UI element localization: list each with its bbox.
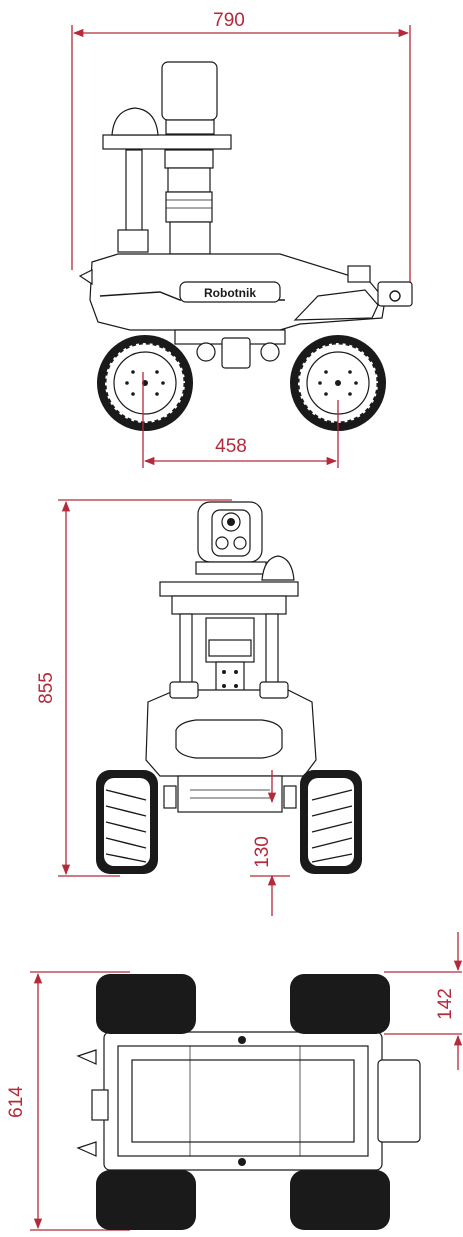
label-614: 614 — [6, 1086, 27, 1118]
dimension-wheel-width: 142 — [384, 932, 463, 1070]
dimension-wheelbase: 458 — [142, 372, 339, 468]
front-body — [145, 681, 317, 813]
robotnik-logo: Robotnik — [204, 286, 256, 300]
front-wheel-right — [300, 770, 362, 874]
label-790: 790 — [213, 10, 245, 31]
top-wheel-rear-right — [290, 1170, 390, 1230]
label-855: 855 — [36, 672, 57, 704]
side-wheel-rear — [290, 335, 386, 431]
front-view: 855 — [36, 499, 362, 916]
top-chassis — [76, 1031, 421, 1171]
label-130: 130 — [252, 836, 273, 868]
side-chassis: Robotnik — [78, 253, 413, 369]
top-wheel-front-right — [96, 1170, 196, 1230]
side-wheel-front — [97, 335, 193, 431]
top-wheel-rear-left — [290, 974, 390, 1034]
side-view: 790 Robotnik — [71, 10, 413, 468]
side-sensor-mast — [102, 61, 232, 255]
dimension-ground-clearance: 130 — [250, 770, 290, 916]
label-458: 458 — [215, 436, 247, 457]
front-camera-head — [159, 501, 299, 615]
label-142: 142 — [435, 988, 456, 1020]
top-view: 614 — [6, 932, 463, 1231]
dimension-overall-length: 790 — [71, 10, 411, 282]
top-wheel-front-left — [96, 974, 196, 1034]
dimension-overall-height: 855 — [36, 499, 232, 877]
front-wheel-left — [96, 770, 158, 874]
dimension-overall-width: 614 — [6, 971, 130, 1231]
